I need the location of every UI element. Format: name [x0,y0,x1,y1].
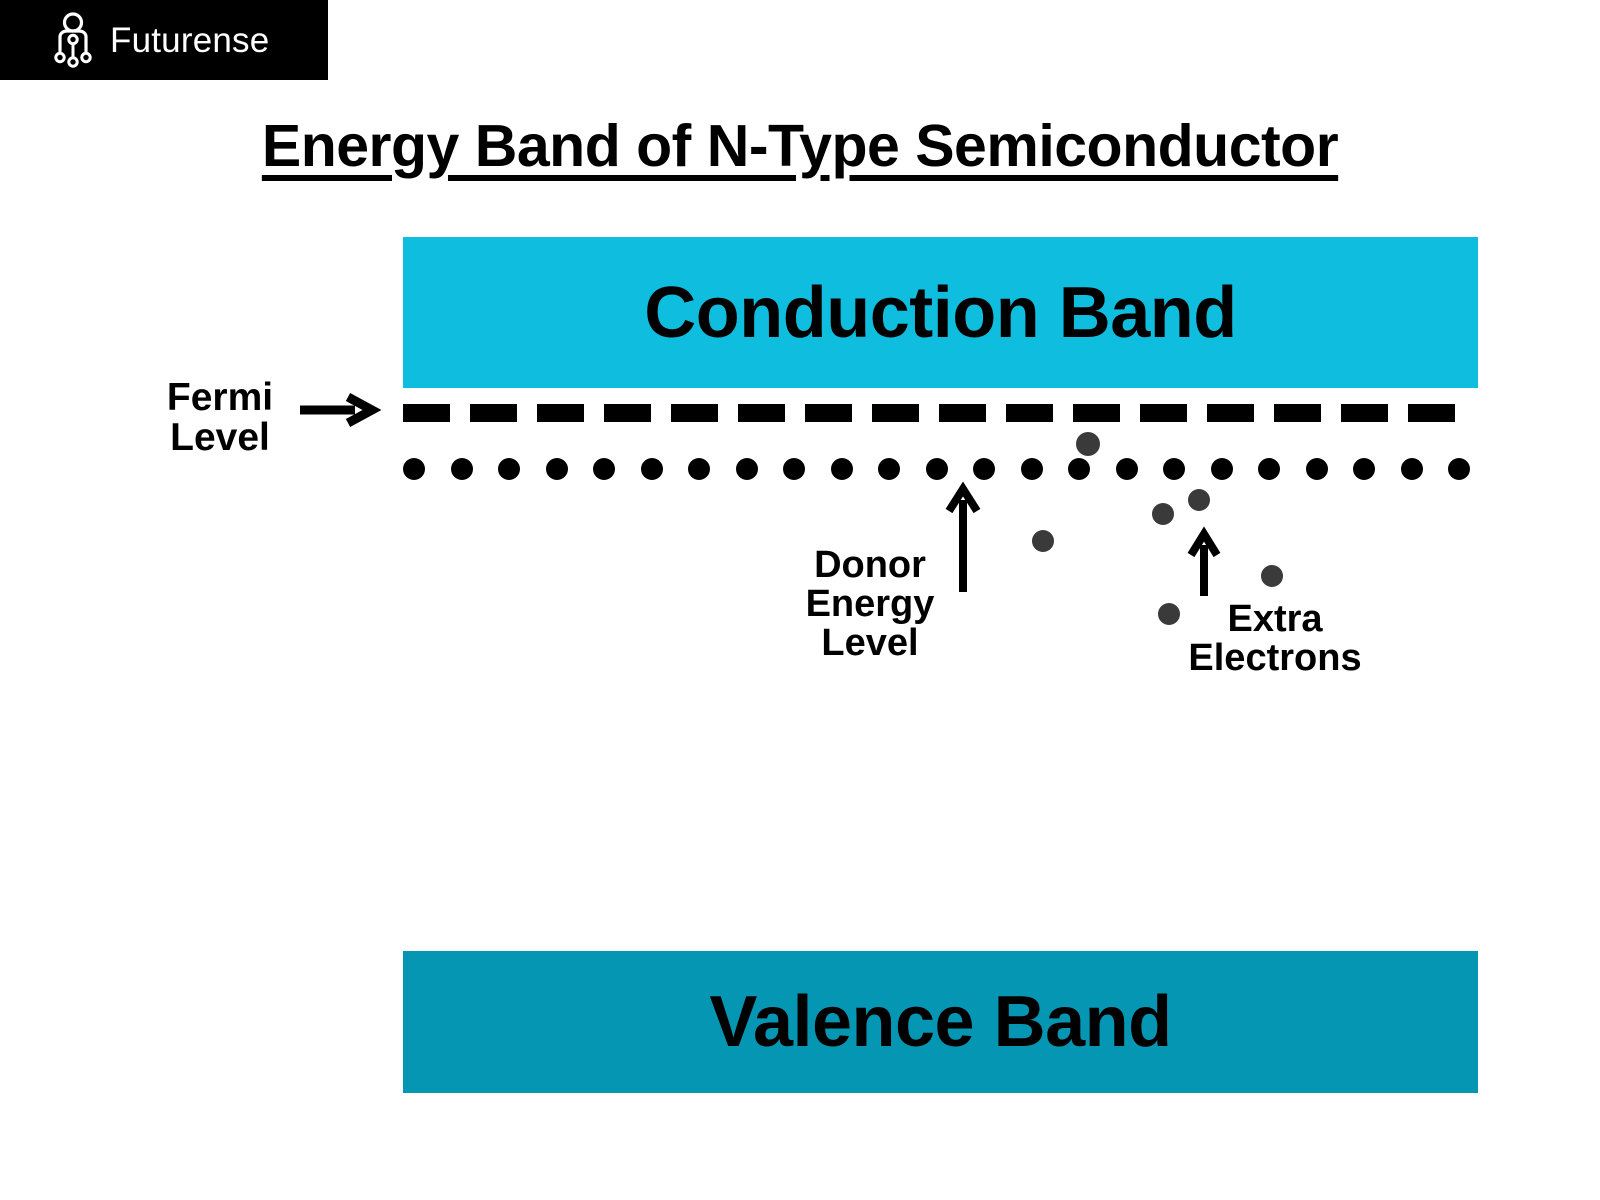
donor-energy-level-label: Donor Energy Level [805,544,935,664]
extra-electron [1261,565,1283,587]
donor-energy-level-dot [878,458,900,480]
extra-electron [1152,503,1174,525]
donor-energy-level-dot [688,458,710,480]
fermi-level-dash [470,404,517,422]
extra-electron [1188,489,1210,511]
donor-energy-level-dot [973,458,995,480]
fermi-level-dash [1408,404,1455,422]
fermi-level-arrow [300,393,382,427]
futurense-person-circuit-icon [50,12,96,68]
fermi-level-dash [1341,404,1388,422]
donor-energy-level-dot [1068,458,1090,480]
donor-energy-level-dot [783,458,805,480]
fermi-level-dash [1274,404,1321,422]
donor-energy-level-dot [925,458,948,480]
donor-energy-level-dot [450,458,473,480]
fermi-level-dash [671,404,718,422]
extra-electron [1076,432,1100,456]
fermi-level-dash [805,404,852,422]
donor-energy-level-dot [1163,458,1185,480]
brand-logo-badge: Futurense [0,0,328,80]
fermi-level-dash [403,404,450,422]
donor-energy-level-dotted-line [403,458,1478,482]
fermi-level-dash [872,404,919,422]
page-title: Energy Band of N-Type Semiconductor [261,113,1339,179]
donor-energy-level-dot [403,458,425,480]
fermi-level-dash [939,404,986,422]
valence-band: Valence Band [403,951,1478,1093]
fermi-level-label: Fermi Level [166,376,274,459]
donor-energy-level-dot [1258,458,1280,480]
extra-electrons-arrow [1187,526,1221,596]
fermi-level-dash [738,404,785,422]
conduction-band: Conduction Band [403,237,1478,388]
donor-energy-level-dot [545,458,568,480]
fermi-level-dash [1207,404,1254,422]
donor-energy-level-dot [1400,458,1423,480]
conduction-band-label: Conduction Band [644,272,1237,353]
fermi-level-dash [1006,404,1053,422]
donor-energy-level-dot [830,458,853,480]
fermi-level-dash [1140,404,1187,422]
extra-electrons-label: Extra Electrons [1188,598,1362,679]
donor-energy-level-dot [1210,458,1233,480]
donor-energy-level-dot [498,458,520,480]
donor-energy-level-dot [1115,458,1138,480]
donor-energy-level-dot [1305,458,1328,480]
donor-energy-level-dot [1448,458,1470,480]
extra-electron [1032,530,1054,552]
brand-wordmark: Futurense [110,20,270,60]
donor-energy-level-dot [735,458,758,480]
donor-energy-level-dot [1020,458,1043,480]
donor-energy-level-dot [593,458,615,480]
valence-band-label: Valence Band [709,982,1172,1062]
fermi-level-dashed-line [403,404,1478,422]
fermi-level-dash [1073,404,1120,422]
donor-energy-level-dot [640,458,663,480]
donor-energy-level-dot [1353,458,1375,480]
extra-electron [1158,603,1180,625]
fermi-level-dash [604,404,651,422]
fermi-level-dash [537,404,584,422]
